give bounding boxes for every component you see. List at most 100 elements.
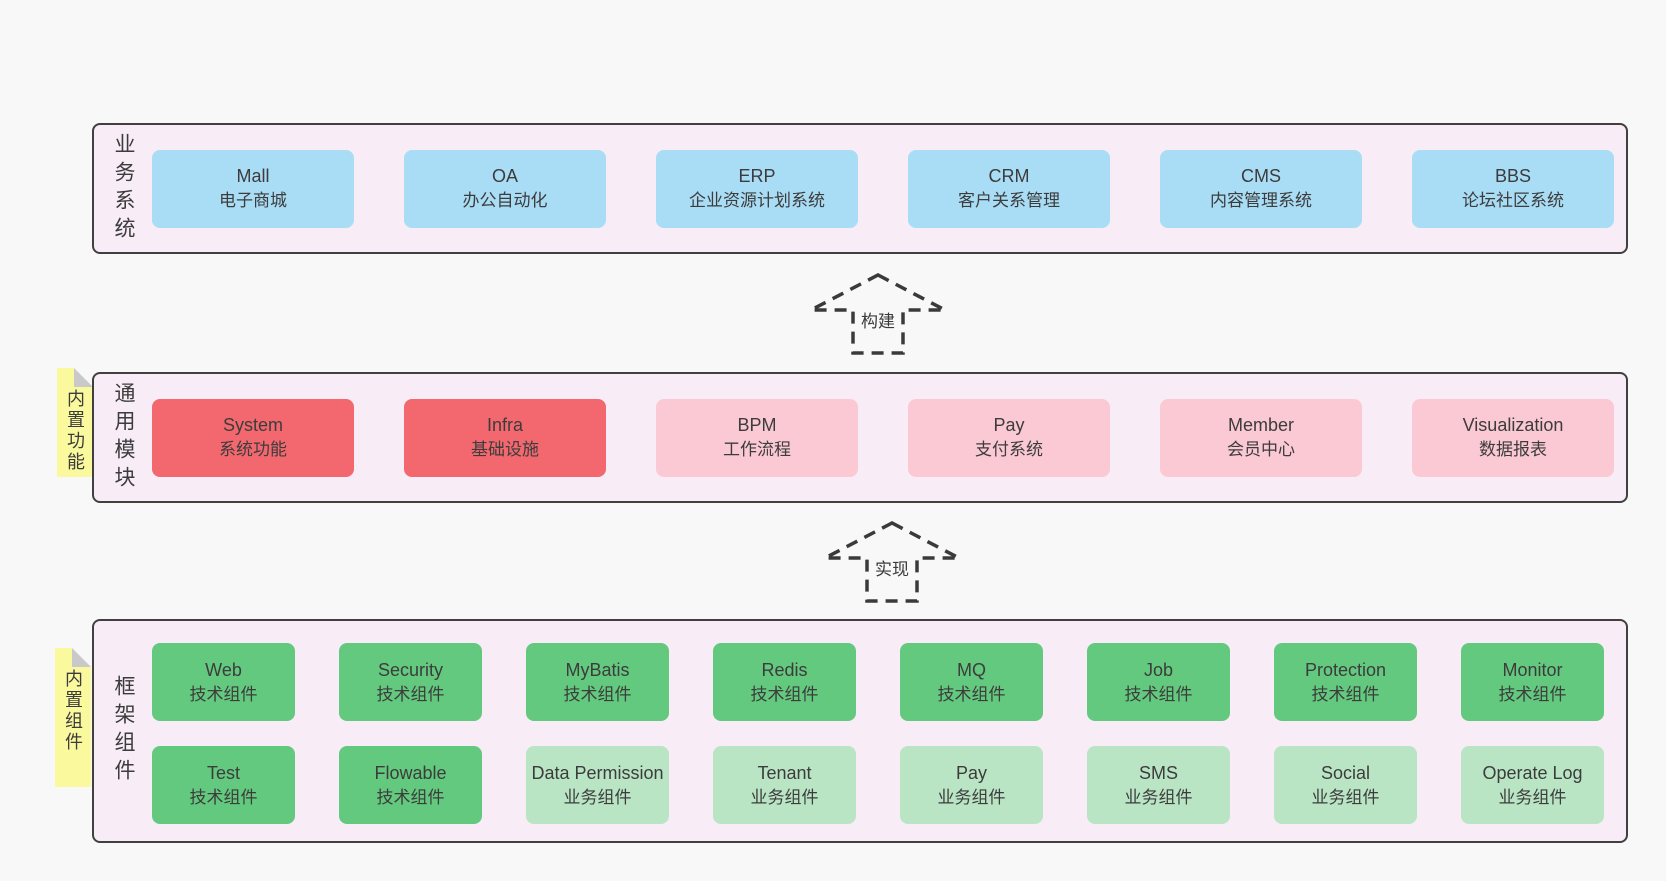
arrow-build-label: 构建 (858, 307, 898, 333)
layer-common-modules: 通用模块 System 系统功能 Infra 基础设施 BPM 工作流程 Pay 支付系统 Me… (92, 372, 1628, 503)
box-title: CMS (1241, 166, 1281, 186)
box-title: Operate Log (1482, 762, 1583, 783)
box-title: Member (1227, 415, 1294, 435)
box-title: Flowable (374, 762, 447, 783)
box-subtitle: 业务组件 (1498, 787, 1567, 807)
box-subtitle: 客户关系管理 (958, 191, 1060, 211)
box-subtitle: 技术组件 (376, 684, 445, 704)
layer-business-systems: 业务系统 Mall 电子商城 OA 办公自动化 ERP 企业资源计划系统 CRM 客户关系管理… (92, 123, 1628, 254)
box-pay: Pay 业务组件 (900, 746, 1043, 824)
box-subtitle: 业务组件 (750, 787, 819, 807)
box-subtitle: 技术组件 (189, 787, 258, 807)
sticky-note-label: 内置功能 (65, 389, 85, 473)
box-visualization: Visualization 数据报表 (1412, 398, 1614, 477)
box-subtitle: 业务组件 (563, 787, 632, 807)
box-subtitle: 技术组件 (563, 684, 632, 704)
box-title: ERP (738, 166, 776, 186)
box-flowable: Flowable 技术组件 (339, 746, 482, 824)
box-title: MyBatis (565, 659, 630, 680)
box-title: Web (205, 659, 242, 680)
box-pay: Pay 支付系统 (908, 398, 1110, 477)
box-subtitle: 论坛社区系统 (1462, 191, 1564, 211)
box-title: Visualization (1462, 415, 1564, 435)
common-modules-boxes: System 系统功能 Infra 基础设施 BPM 工作流程 Pay 支付系统 Member 会… (152, 398, 1614, 477)
box-title: Tenant (757, 762, 812, 783)
box-subtitle: 基础设施 (471, 440, 539, 460)
dashed-up-arrow-icon (824, 521, 960, 603)
box-web: Web 技术组件 (152, 643, 295, 721)
layer-label-framework-components: 框架组件 (112, 675, 135, 787)
box-subtitle: 会员中心 (1227, 440, 1295, 460)
sticky-note-builtin-features: 内置功能 (57, 368, 93, 477)
box-subtitle: 技术组件 (1498, 684, 1567, 704)
box-subtitle: 支付系统 (975, 440, 1043, 460)
box-title: OA (491, 166, 518, 186)
box-title: Pay (955, 762, 988, 783)
box-oa: OA 办公自动化 (404, 149, 606, 228)
box-cms: CMS 内容管理系统 (1160, 149, 1362, 228)
box-subtitle: 内容管理系统 (1210, 191, 1312, 211)
box-subtitle: 数据报表 (1479, 440, 1547, 460)
box-title: System (222, 415, 283, 435)
box-infra: Infra 基础设施 (404, 398, 606, 477)
box-subtitle: 技术组件 (937, 684, 1006, 704)
box-protection: Protection 技术组件 (1274, 643, 1417, 721)
box-subtitle: 系统功能 (219, 440, 287, 460)
box-test: Test 技术组件 (152, 746, 295, 824)
business-systems-boxes: Mall 电子商城 OA 办公自动化 ERP 企业资源计划系统 CRM 客户关系管理 CMS 内容… (152, 149, 1614, 228)
box-title: BPM (737, 415, 777, 435)
box-title: Redis (761, 659, 808, 680)
box-subtitle: 技术组件 (189, 684, 258, 704)
box-crm: CRM 客户关系管理 (908, 149, 1110, 228)
box-subtitle: 工作流程 (723, 440, 791, 460)
box-title: CRM (988, 166, 1030, 186)
box-subtitle: 电子商城 (219, 191, 287, 211)
arrow-build: 构建 (808, 272, 948, 356)
box-member: Member 会员中心 (1160, 398, 1362, 477)
box-subtitle: 业务组件 (937, 787, 1006, 807)
layer-label-common-modules: 通用模块 (112, 381, 135, 494)
box-title: SMS (1138, 762, 1178, 783)
box-title: Protection (1304, 659, 1387, 680)
box-sms: SMS 业务组件 (1087, 746, 1230, 824)
box-title: Pay (993, 415, 1025, 435)
box-system: System 系统功能 (152, 398, 354, 477)
box-title: BBS (1494, 166, 1532, 186)
arrow-implement: 实现 (822, 520, 962, 604)
box-erp: ERP 企业资源计划系统 (656, 149, 858, 228)
box-subtitle: 技术组件 (1311, 684, 1380, 704)
sticky-note-builtin-components: 内置组件 (55, 648, 91, 787)
box-operate-log: Operate Log 业务组件 (1461, 746, 1604, 824)
dashed-up-arrow-icon (810, 273, 946, 355)
box-monitor: Monitor 技术组件 (1461, 643, 1604, 721)
box-bpm: BPM 工作流程 (656, 398, 858, 477)
box-mall: Mall 电子商城 (152, 149, 354, 228)
box-subtitle: 技术组件 (1124, 684, 1193, 704)
box-tenant: Tenant 业务组件 (713, 746, 856, 824)
box-title: Test (206, 762, 240, 783)
box-subtitle: 企业资源计划系统 (689, 191, 825, 211)
box-job: Job 技术组件 (1087, 643, 1230, 721)
box-subtitle: 技术组件 (376, 787, 445, 807)
box-title: Mall (236, 166, 270, 186)
box-title: Infra (486, 415, 524, 435)
box-subtitle: 办公自动化 (462, 191, 548, 211)
box-bbs: BBS 论坛社区系统 (1412, 149, 1614, 228)
arrow-implement-label: 实现 (872, 555, 912, 581)
layer-label-business-systems: 业务系统 (112, 132, 135, 245)
box-title: Social (1320, 762, 1371, 783)
box-subtitle: 业务组件 (1124, 787, 1193, 807)
sticky-note-label: 内置组件 (63, 669, 83, 753)
box-title: Job (1143, 659, 1174, 680)
box-title: Monitor (1502, 659, 1563, 680)
